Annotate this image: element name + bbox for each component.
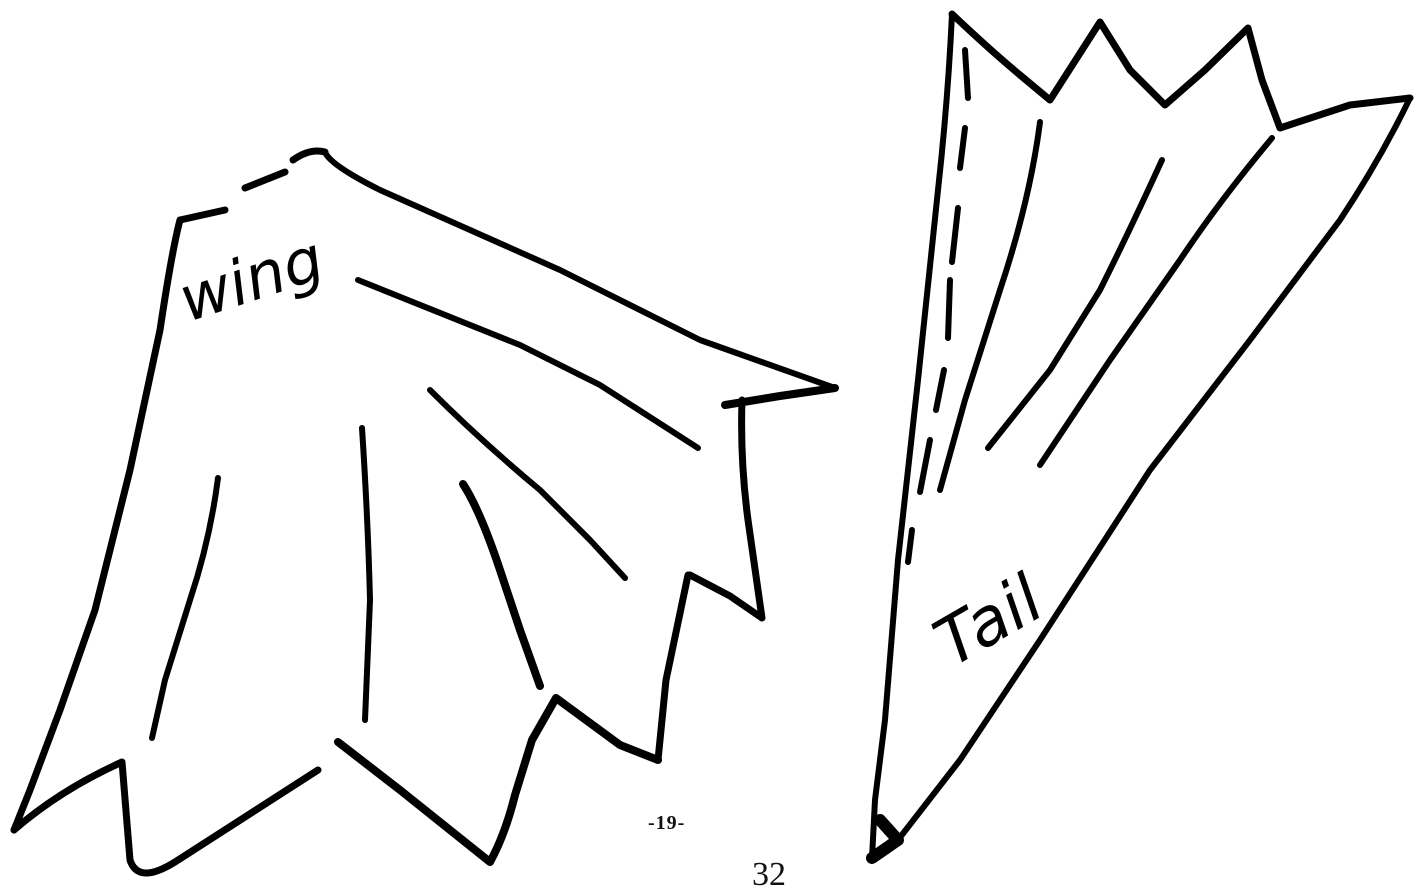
tail-dashed-fold-2: [960, 128, 965, 168]
wing-right-edge: [690, 400, 762, 618]
wing-bottom-zigzag-3: [658, 575, 688, 760]
wing-fold-line-1: [358, 280, 698, 448]
wing-dashed-fold-line-3: [293, 151, 325, 160]
page-number: -19-: [648, 812, 685, 835]
tail-top-zigzag: [952, 14, 1410, 128]
stamp-number: 32: [752, 858, 786, 892]
tail-label: Tail: [922, 560, 1057, 682]
tail-dashed-fold-4: [948, 280, 950, 338]
wing-fold-line-5: [152, 478, 218, 738]
tail-fold-line-3: [1040, 138, 1272, 465]
wing-fold-line-4: [362, 428, 370, 720]
tail-dashed-fold-3: [952, 208, 958, 262]
wing-bottom-zigzag: [14, 762, 318, 873]
tail-fold-line-1: [940, 122, 1040, 490]
tail-dashed-fold-5: [936, 370, 944, 410]
tail-dashed-fold-7: [908, 530, 912, 562]
wing-bottom-zigzag-2: [338, 698, 658, 862]
tail-fold-line-2: [988, 160, 1162, 448]
tail-right-edge: [898, 98, 1410, 840]
wing-dashed-fold-line: [180, 210, 225, 220]
tail-left-edge: [872, 14, 952, 858]
tail-dashed-fold-1: [965, 50, 968, 98]
wing-top-edge: [325, 152, 835, 388]
wing-label: wing: [170, 222, 332, 337]
wing-fold-line-3: [463, 484, 540, 686]
tail-piece: Tail: [872, 14, 1410, 858]
wing-dashed-fold-line-2: [245, 172, 285, 188]
tail-dashed-fold-6: [920, 440, 930, 492]
wing-piece: wing: [14, 151, 835, 873]
wing-left-edge: [14, 220, 180, 830]
